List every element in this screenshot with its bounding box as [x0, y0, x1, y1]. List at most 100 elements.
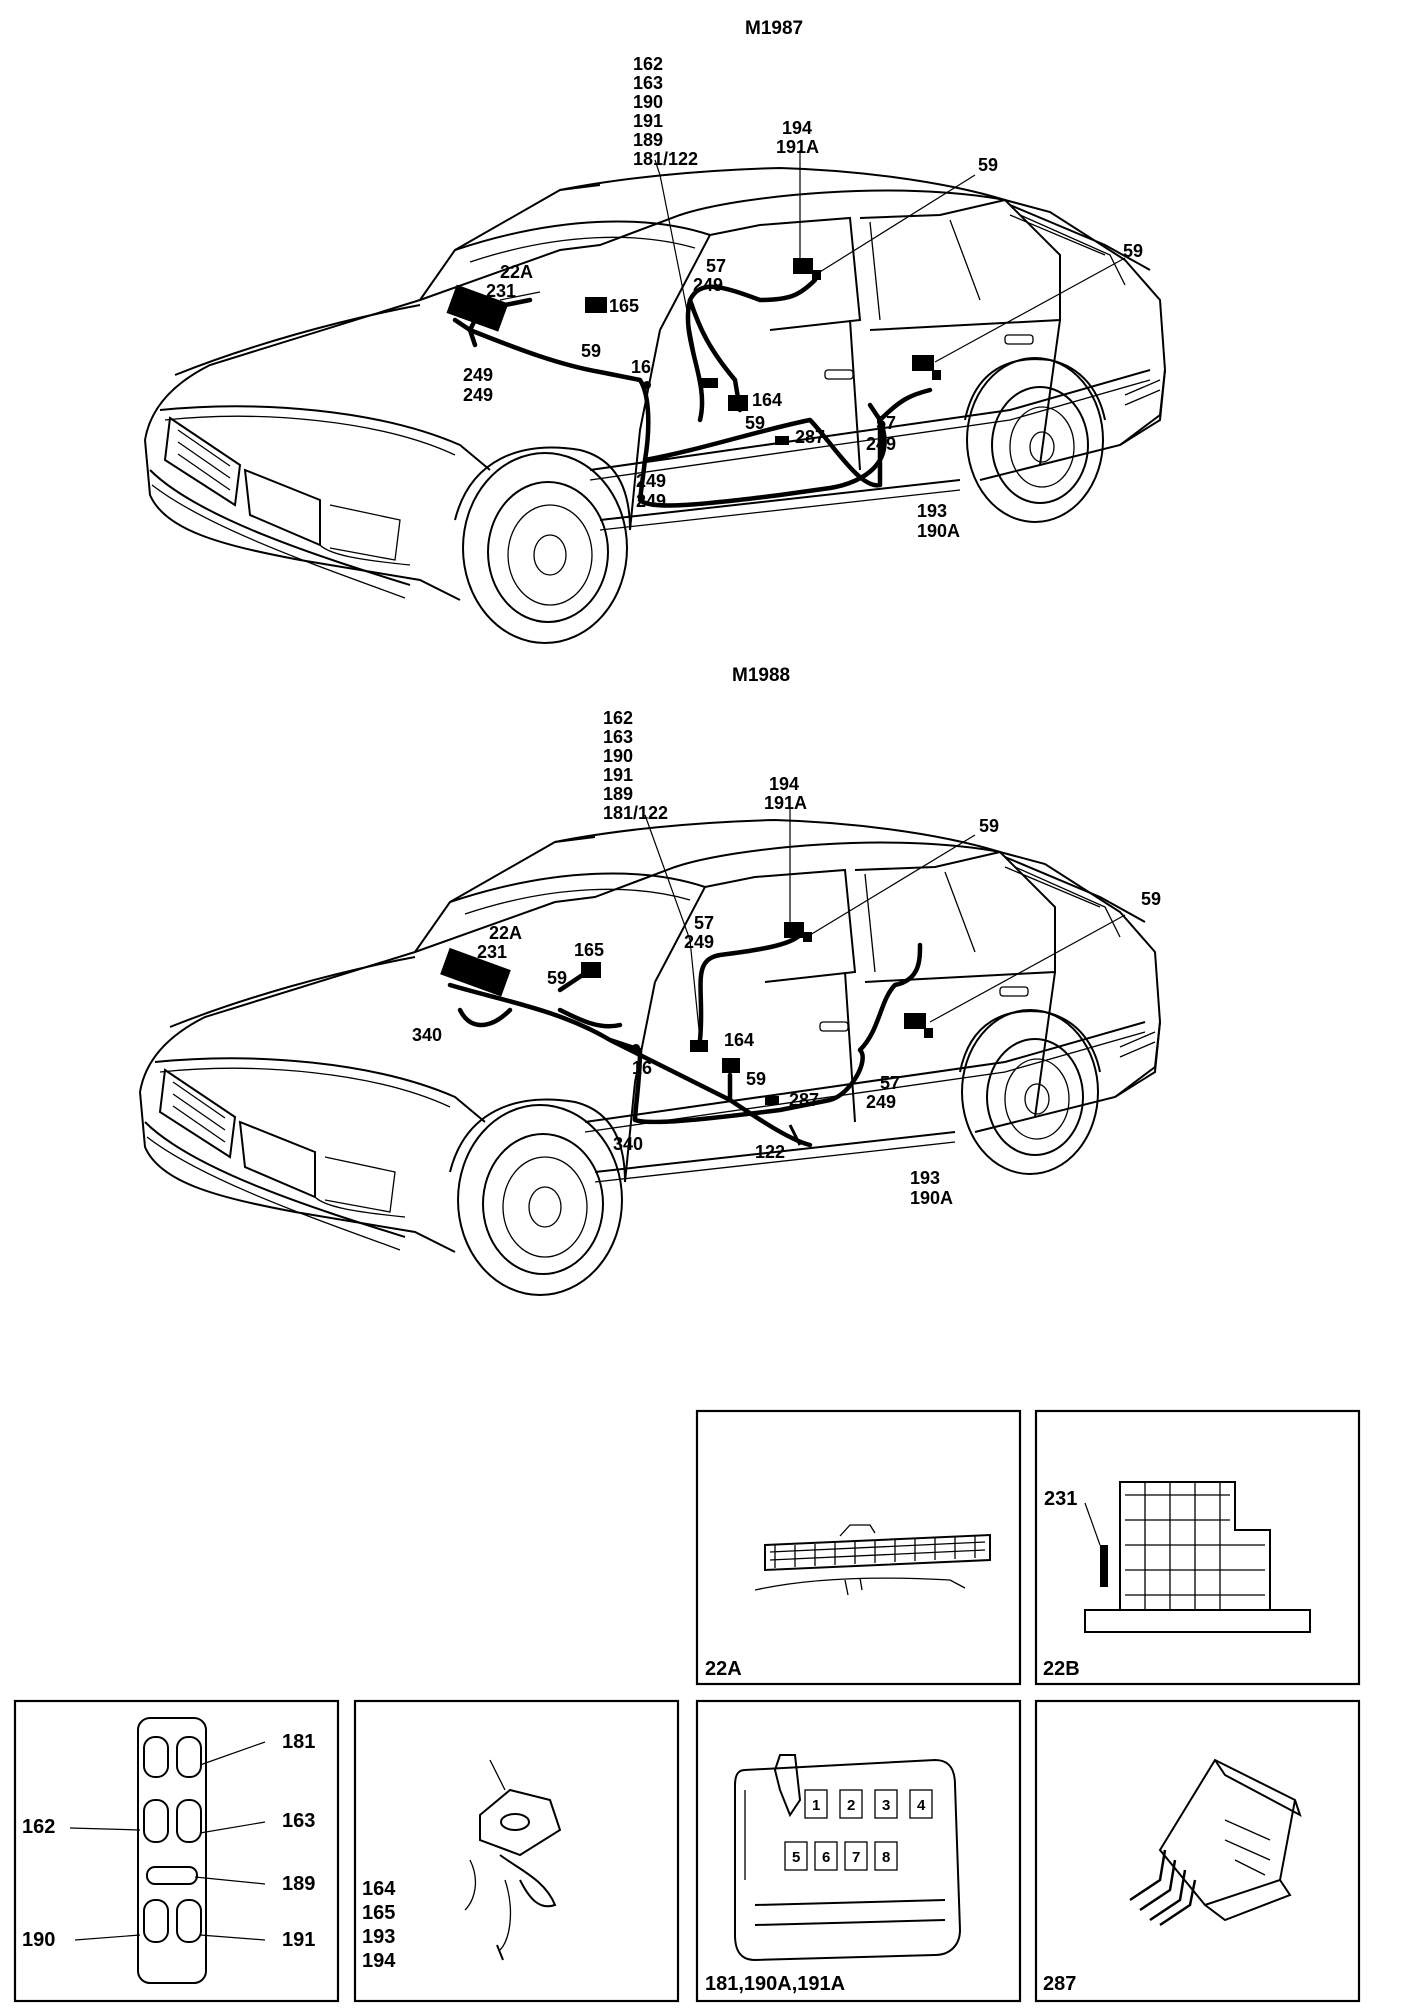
label-191a: 191A [764, 793, 807, 813]
leader-switch-list [644, 814, 701, 1041]
panel-relay-box: 1 2 3 4 5 6 7 8 181,190A,191A [695, 1699, 1022, 2003]
label-231: 231 [486, 281, 516, 301]
callout-181: 181 [282, 1731, 315, 1753]
caption-165: 165 [362, 1902, 395, 1924]
connector-165 [581, 962, 601, 978]
label-249-c: 249 [866, 434, 896, 454]
label-287: 287 [789, 1090, 819, 1110]
label-194: 194 [769, 774, 799, 794]
label-22a: 22A [500, 262, 533, 282]
label-340-b: 340 [613, 1134, 643, 1154]
figure-m1987: M1987 162 163 190 191 189 181/122 19 [144, 18, 1166, 644]
connector-193 [904, 1013, 926, 1029]
connector-194 [784, 922, 804, 938]
leader-switch-list [654, 159, 701, 381]
connector-287 [765, 1096, 779, 1105]
svg-text:190: 190 [603, 746, 633, 766]
caption-194: 194 [362, 1950, 396, 1972]
label-194: 194 [782, 118, 812, 138]
figure-m1988: M1988 162 163 190 191 189 181/122 194 19… [139, 665, 1161, 1296]
label-165: 165 [609, 296, 639, 316]
panel-caption: 22A [705, 1658, 742, 1680]
callout-189: 189 [282, 1873, 315, 1895]
svg-text:8: 8 [882, 1849, 890, 1866]
label-193: 193 [910, 1168, 940, 1188]
svg-text:7: 7 [852, 1849, 860, 1866]
connector-165 [585, 297, 607, 313]
label-59-roof: 59 [978, 155, 998, 175]
leader-59-rear [934, 257, 1126, 363]
relay-slots: 1 2 3 4 5 6 7 8 [784, 1789, 933, 1871]
label-57: 57 [694, 913, 714, 933]
svg-text:163: 163 [603, 727, 633, 747]
label-59-roof: 59 [979, 816, 999, 836]
svg-text:189: 189 [633, 130, 663, 150]
svg-text:162: 162 [633, 54, 663, 74]
label-287: 287 [795, 427, 825, 447]
label-16: 16 [632, 1058, 652, 1078]
label-59-rear: 59 [1123, 241, 1143, 261]
connector-287 [775, 436, 789, 445]
panel-caption: 287 [1043, 1973, 1076, 1995]
svg-text:6: 6 [822, 1849, 830, 1866]
connector-164a [690, 1040, 708, 1052]
connector-190a [932, 370, 941, 380]
svg-text:190: 190 [633, 92, 663, 112]
svg-text:3: 3 [882, 1797, 890, 1814]
svg-text:191: 191 [633, 111, 663, 131]
panel-window-switches: 162 190 181 163 189 191 [13, 1699, 340, 2003]
label-190a: 190A [910, 1188, 953, 1208]
panel-relay-287: 287 [1034, 1699, 1361, 2003]
label-249-d1: 249 [636, 471, 666, 491]
label-193: 193 [917, 501, 947, 521]
label-340-a: 340 [412, 1025, 442, 1045]
panel-caption: 181,190A,191A [705, 1973, 845, 1995]
grommet-122 [788, 1124, 802, 1146]
label-164: 164 [724, 1030, 754, 1050]
label-165: 165 [574, 940, 604, 960]
label-249-d2: 249 [636, 491, 666, 511]
callout-191: 191 [282, 1929, 315, 1951]
connector-16 [643, 381, 651, 389]
callout-163: 163 [282, 1810, 315, 1832]
label-59-dash: 59 [581, 341, 601, 361]
svg-text:1: 1 [812, 1797, 820, 1814]
connector-191a [803, 932, 812, 942]
connector-16 [632, 1044, 640, 1052]
label-249: 249 [693, 275, 723, 295]
svg-text:191: 191 [603, 765, 633, 785]
label-231: 231 [477, 942, 507, 962]
switch-list-label: 162 163 190 191 189 181/122 [633, 54, 698, 169]
svg-text:4: 4 [917, 1797, 926, 1814]
label-57-b: 57 [876, 413, 896, 433]
switch-list-label: 162 163 190 191 189 181/122 [603, 708, 668, 823]
connector-190a [924, 1028, 933, 1038]
panel-caption: 22B [1043, 1658, 1080, 1680]
label-16: 16 [631, 357, 651, 377]
label-191a: 191A [776, 137, 819, 157]
car-body-outline [144, 167, 1166, 644]
wiring-harness [447, 932, 923, 1148]
connector-193 [912, 355, 934, 371]
figure-title: M1988 [732, 665, 790, 686]
label-249-c: 249 [866, 1092, 896, 1112]
leader-231 [499, 291, 541, 301]
leader-59-rear [929, 914, 1126, 1023]
connector-164 [728, 395, 748, 411]
connector-194 [793, 258, 813, 274]
label-249: 249 [684, 932, 714, 952]
label-57: 57 [706, 256, 726, 276]
label-59-door: 59 [745, 413, 765, 433]
connector-164 [722, 1058, 740, 1073]
connector-22a [446, 284, 509, 332]
leader-59-roof [809, 834, 976, 936]
figure-title: M1987 [745, 18, 803, 39]
connector-191a [812, 270, 821, 280]
wiring-harness [467, 277, 933, 508]
callout-190: 190 [22, 1929, 55, 1951]
label-122: 122 [755, 1142, 785, 1162]
label-59-door: 59 [746, 1069, 766, 1089]
panel-22a: 22A [695, 1409, 1022, 1686]
connector-164a [700, 378, 718, 388]
